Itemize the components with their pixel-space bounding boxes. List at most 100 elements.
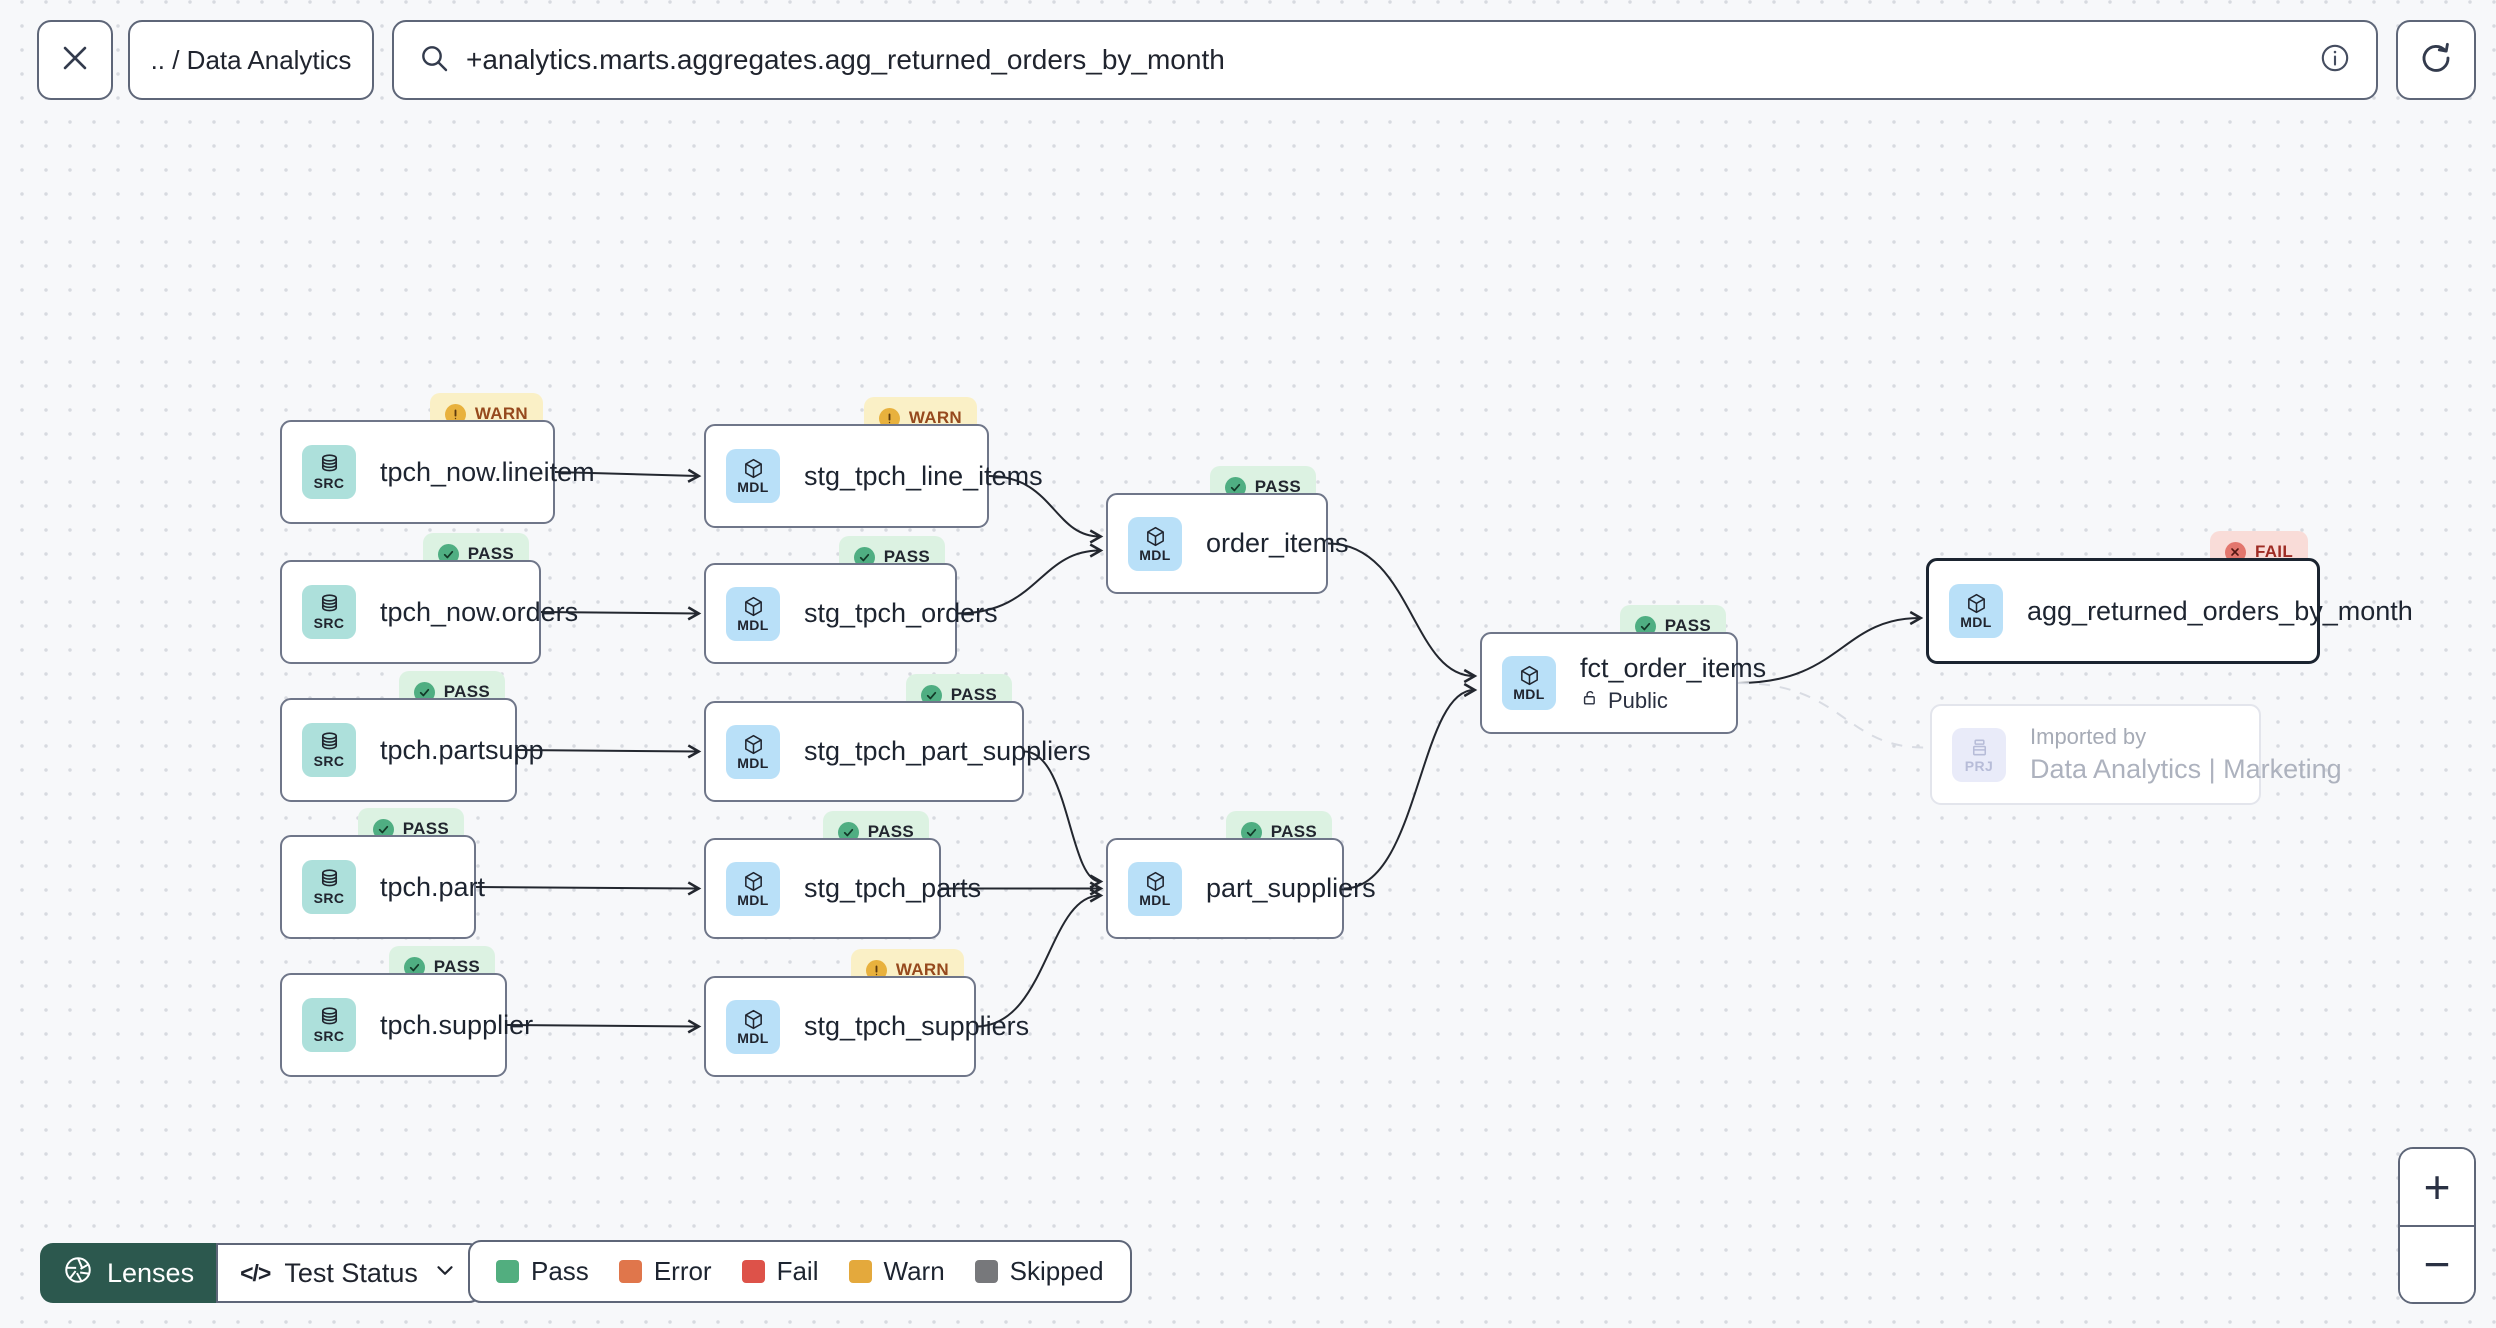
legend-label: Pass [531, 1256, 589, 1286]
legend-item-pass: Pass [496, 1256, 589, 1287]
legend-label: Skipped [1009, 1256, 1104, 1286]
badge-label: PASS [1270, 822, 1317, 841]
src-icon: SRC [302, 723, 356, 777]
info-icon[interactable] [2318, 41, 2352, 80]
node-tpch_part[interactable]: SRC tpch.part [280, 835, 485, 939]
cross-icon [2224, 541, 2246, 563]
aperture-icon [62, 1254, 94, 1293]
legend-item-error: Error [618, 1256, 712, 1287]
lock-open-icon [1580, 688, 1600, 714]
node-wrap-tpch_now_lineitem: WARN SRC tpch_now.lineitem [280, 393, 595, 524]
badge-label: PASS [1664, 616, 1711, 635]
check-icon [837, 821, 859, 843]
node-label: part_suppliers [1206, 873, 1376, 903]
node-text: tpch.part [380, 872, 485, 903]
badge-label: PASS [433, 957, 480, 976]
node-label: order_items [1206, 528, 1349, 558]
legend-swatch-pass [496, 1260, 519, 1283]
badge-label: PASS [883, 547, 930, 566]
node-text: stg_tpch_part_suppliers [804, 736, 1091, 767]
code-icon: </> [240, 1259, 271, 1286]
node-text: agg_returned_orders_by_month [2027, 596, 2413, 627]
legend-item-fail: Fail [741, 1256, 819, 1287]
node-label: fct_order_items [1580, 652, 1767, 683]
exclaim-icon [878, 407, 900, 429]
node-label: tpch.supplier [380, 1009, 534, 1040]
check-icon [920, 684, 942, 706]
node-label: tpch.partsupp [380, 734, 544, 765]
check-icon [403, 956, 425, 978]
breadcrumb-button[interactable]: .. / Data Analytics [128, 20, 374, 100]
node-label: tpch_now.orders [380, 596, 579, 627]
lenses-label: Lenses [107, 1257, 195, 1288]
node-text: stg_tpch_suppliers [804, 1011, 1029, 1042]
legend-swatch-error [618, 1260, 642, 1283]
edge-stg_tpch_line_items-to-order_items [988, 475, 1104, 544]
badge-label: PASS [467, 544, 514, 563]
node-text: stg_tpch_line_items [804, 461, 1043, 492]
lens-control-group: Lenses </> Test Status [40, 1243, 482, 1303]
legend-swatch-warn [848, 1260, 872, 1283]
edge-part_suppliers-to-fct_order_items [1343, 682, 1478, 890]
model-icon: MDL [726, 999, 780, 1054]
check-icon [1634, 615, 1656, 637]
src-icon: SRC [302, 445, 356, 499]
badge-label: WARN [474, 404, 528, 423]
edge-tpch_partsupp-to-stg_tpch_part_suppliers [516, 744, 702, 759]
exclaim-icon [865, 959, 887, 981]
refresh-button[interactable] [2396, 20, 2476, 100]
search-input[interactable] [466, 44, 2302, 76]
project-icon: PRJ [1952, 727, 2006, 782]
close-button[interactable] [37, 20, 113, 100]
edge-tpch_supplier-to-stg_tpch_suppliers [506, 1019, 702, 1034]
node-text: part_suppliers [1206, 873, 1376, 904]
lenses-button[interactable]: Lenses [40, 1243, 217, 1303]
node-stg_tpch_suppliers[interactable]: MDL stg_tpch_suppliers [704, 976, 1029, 1077]
legend-item-warn: Warn [848, 1256, 945, 1287]
node-tpch_partsupp[interactable]: SRC tpch.partsupp [280, 698, 544, 802]
zoom-controls: + − [2398, 1147, 2476, 1304]
badge-label: FAIL [2254, 542, 2293, 561]
node-text: tpch_now.lineitem [380, 457, 595, 488]
src-icon: SRC [302, 860, 356, 914]
model-icon: MDL [726, 586, 780, 641]
node-tpch_now_lineitem[interactable]: SRC tpch_now.lineitem [280, 420, 595, 524]
node-text: tpch_now.orders [380, 597, 578, 628]
node-agg_returned_orders_by_month[interactable]: MDL agg_returned_orders_by_month [1926, 558, 2413, 664]
zoom-in-button[interactable]: + [2400, 1149, 2474, 1227]
breadcrumb: .. / Data Analytics [150, 44, 352, 75]
check-icon [372, 818, 394, 840]
edge-stg_tpch_orders-to-order_items [956, 543, 1104, 615]
zoom-out-button[interactable]: − [2400, 1226, 2474, 1302]
test-status-dropdown[interactable]: </> Test Status [216, 1243, 482, 1303]
model-icon: MDL [1949, 584, 2003, 638]
chevron-down-icon [432, 1257, 458, 1290]
model-icon: MDL [726, 861, 780, 916]
edge-fct_order_items-to-imported_by [1737, 682, 1925, 749]
search-bar[interactable] [392, 20, 2378, 100]
edge-tpch_part-to-stg_tpch_parts [475, 881, 702, 896]
badge-label: PASS [867, 822, 914, 841]
model-icon: MDL [1502, 656, 1556, 710]
edge-tpch_now_lineitem-to-stg_tpch_line_items [554, 468, 702, 483]
